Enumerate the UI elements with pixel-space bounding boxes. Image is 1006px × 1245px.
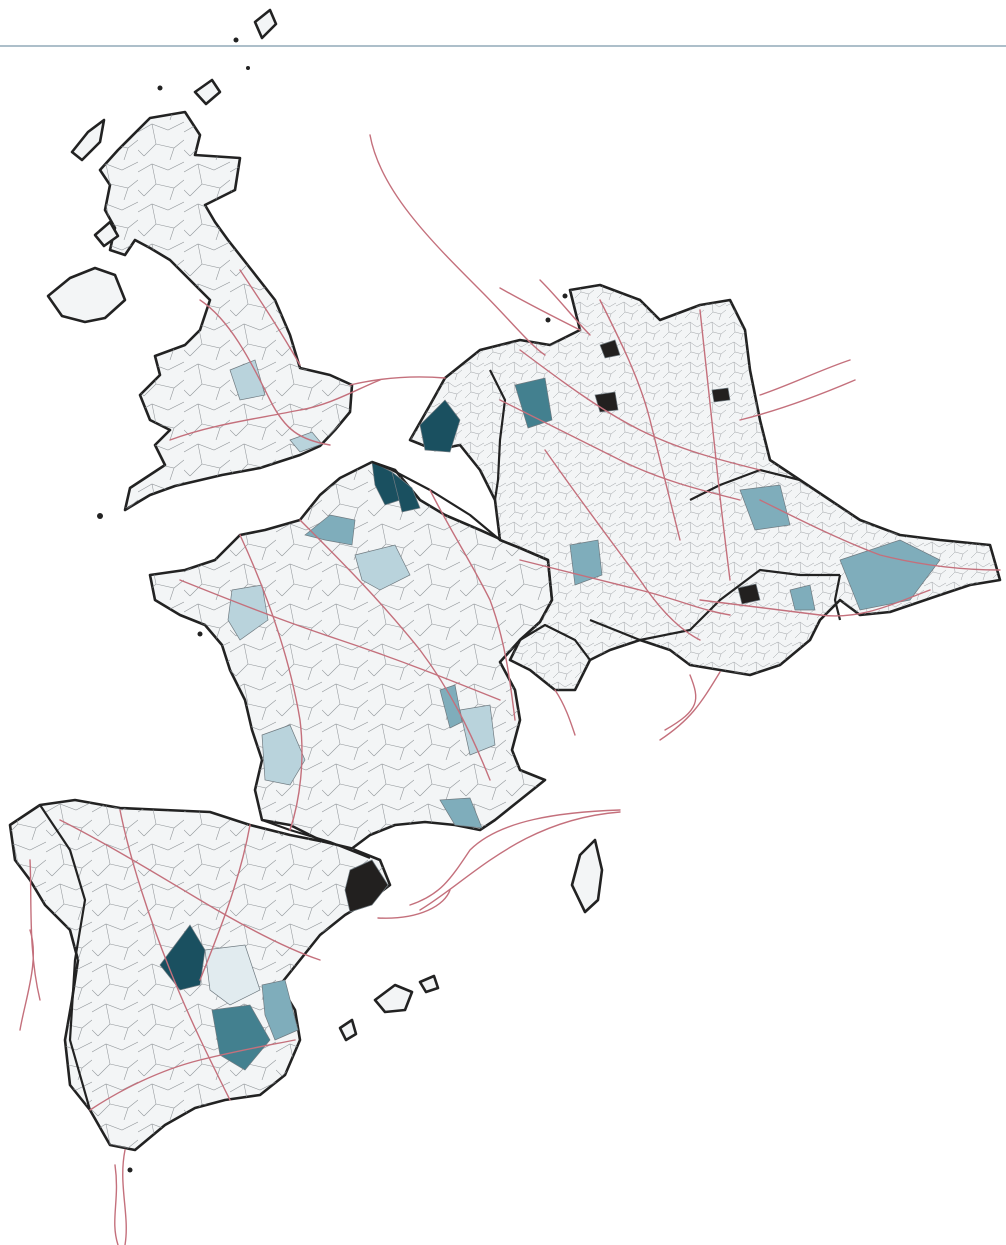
land-isle-3 (253, 8, 278, 40)
marker-dots (97, 37, 568, 1173)
route-line (739, 379, 856, 421)
routes-layer (19, 134, 1001, 1245)
region-valencia (261, 979, 299, 1041)
national-borders (39, 369, 842, 1111)
land-ibiza (338, 1018, 358, 1042)
route-line (519, 559, 731, 616)
region-hamburg (599, 339, 621, 359)
border-switzerland (519, 623, 591, 661)
route-line (239, 269, 301, 366)
route-line (659, 671, 721, 741)
land-mallorca (373, 983, 414, 1014)
region-randstad (419, 399, 461, 453)
region-berlin (711, 387, 731, 403)
route-line (199, 824, 251, 981)
route-line (19, 929, 35, 1031)
route-line (599, 299, 681, 541)
route-line (759, 499, 1001, 571)
region-hungary-west (839, 539, 941, 611)
route-line (499, 287, 581, 331)
region-provence (439, 797, 483, 829)
route-line (409, 809, 621, 906)
route-line (349, 376, 446, 386)
region-midlands (229, 359, 266, 401)
region-frankfurt (569, 539, 603, 586)
route-line (759, 359, 851, 396)
route-line (429, 489, 516, 721)
route-line (29, 859, 41, 1001)
route-line (369, 134, 546, 356)
border-austria-hungary (833, 574, 842, 621)
route-line (89, 1039, 296, 1111)
route-line (699, 309, 731, 581)
route-line (699, 589, 931, 617)
route-line (499, 399, 741, 501)
border-germany-austria (589, 568, 840, 642)
region-vienna (737, 583, 761, 605)
route-line (169, 379, 381, 441)
land-menorca (418, 974, 440, 994)
route-line (519, 349, 761, 471)
route-line (122, 1149, 127, 1245)
region-brittany-east (227, 584, 269, 641)
admin-mesh (10, 112, 1000, 1150)
land-isle-2 (193, 78, 222, 106)
region-lyon (459, 704, 496, 756)
route-line (199, 299, 331, 446)
route-line (239, 534, 303, 831)
region-champagne (354, 544, 411, 591)
border-france-benelux (371, 460, 521, 550)
region-bordeaux (261, 724, 306, 786)
border-france-spain (261, 818, 371, 860)
region-lower-austria (789, 584, 816, 611)
route-line (119, 809, 231, 1101)
region-catalonia (344, 859, 389, 913)
region-rhone (439, 684, 463, 729)
region-calais (371, 461, 401, 506)
route-line (664, 674, 697, 731)
route-line (299, 519, 491, 781)
route-line (544, 449, 701, 641)
region-prague (739, 484, 791, 531)
border-spain-portugal (39, 804, 92, 1111)
route-line (554, 689, 576, 736)
route-line (419, 811, 621, 911)
route-line (179, 579, 501, 701)
route-line (59, 819, 321, 961)
route-line (539, 279, 591, 336)
border-germany-czech (689, 468, 801, 501)
region-ruhr (514, 377, 553, 429)
land-corsica (570, 838, 604, 914)
land-ireland-fragment (46, 266, 127, 324)
route-line (114, 1164, 119, 1245)
region-toledo (204, 944, 261, 1006)
border-benelux-germany (489, 369, 507, 501)
region-nord (391, 471, 421, 513)
land-isle-1 (70, 118, 106, 162)
route-line (377, 889, 451, 919)
